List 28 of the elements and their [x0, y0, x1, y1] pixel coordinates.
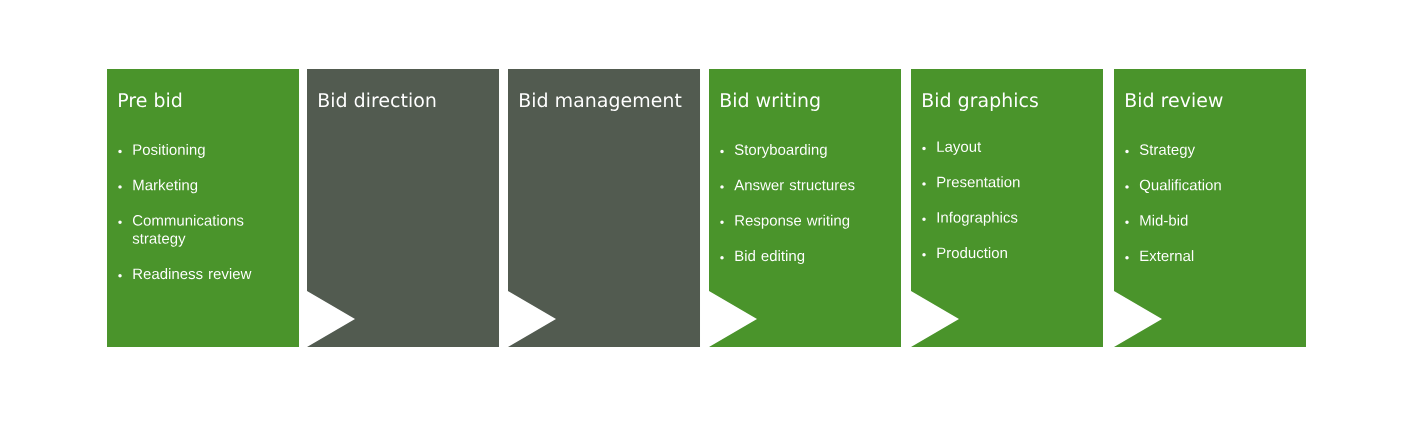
bullet-item: Positioning [118, 143, 205, 158]
bullet-item: Layout [922, 141, 982, 155]
step-panel [1114, 69, 1306, 347]
bullet-item: Bid editing [720, 250, 805, 265]
bullet-item: Response writing [720, 214, 850, 229]
bullet-item: Readiness review [118, 268, 252, 280]
panel-heading: Bid graphics [923, 92, 1038, 111]
step-panel [709, 69, 901, 347]
bullet-item: Communications strategy [118, 214, 244, 247]
bullet-item: Answer structures [720, 179, 855, 191]
bullet-item: Mid-bid [1125, 214, 1188, 226]
bullet-item: Marketing [118, 179, 198, 194]
bullet-item: Presentation [922, 176, 1020, 188]
panel-heading: Pre bid [119, 92, 182, 108]
panel-heading: Bid direction [319, 92, 436, 108]
step-panel [107, 69, 299, 347]
step-panel [307, 69, 499, 347]
panel-heading: Bid review [1126, 92, 1223, 108]
bullet-item: Infographics [922, 211, 1018, 226]
panel-heading: Bid writing [721, 92, 820, 111]
bullet-item: Qualification [1125, 179, 1221, 194]
step-panel [911, 69, 1103, 347]
bullet-item: Storyboarding [720, 143, 827, 158]
bullet-item: Production [922, 247, 1007, 259]
bullet-item: Strategy [1125, 144, 1195, 158]
panel-heading: Bid management [520, 92, 682, 111]
bullet-item: External [1125, 250, 1194, 262]
step-panel [508, 69, 700, 347]
